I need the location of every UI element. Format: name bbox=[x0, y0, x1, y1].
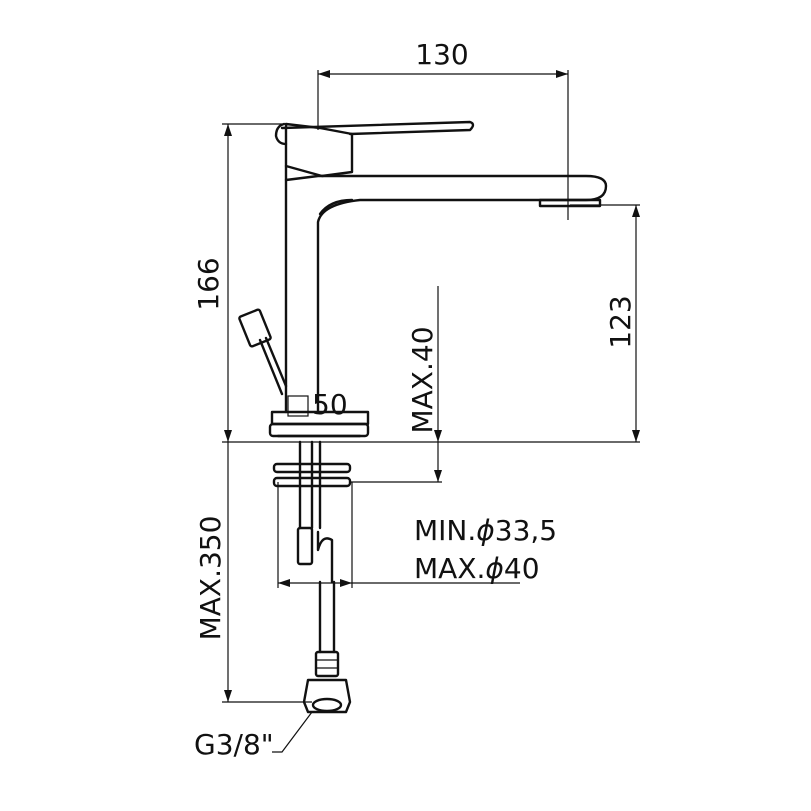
dim-deck-thickness: MAX.40 bbox=[406, 326, 439, 433]
square-symbol-icon bbox=[287, 395, 309, 417]
dim-connection-thread: G3/8" bbox=[194, 728, 274, 761]
dim-total-height: 166 bbox=[192, 257, 225, 310]
dim-hole-min: MIN.ϕ33,5 bbox=[414, 514, 557, 547]
dim-hose-length: MAX.350 bbox=[194, 516, 227, 641]
under-deck-fixing bbox=[272, 440, 352, 714]
dim-hole-max: MAX.ϕ40 bbox=[414, 552, 540, 585]
dimension-labels: 130 166 123 MAX.40 MAX.350 50 MIN.ϕ33,5 … bbox=[192, 38, 637, 761]
dim-base-square: 50 bbox=[312, 388, 348, 421]
dimension-lines bbox=[222, 70, 640, 753]
faucet-body bbox=[238, 120, 608, 438]
dim-spout-reach: 130 bbox=[415, 38, 468, 71]
dim-spout-height: 123 bbox=[604, 295, 637, 348]
